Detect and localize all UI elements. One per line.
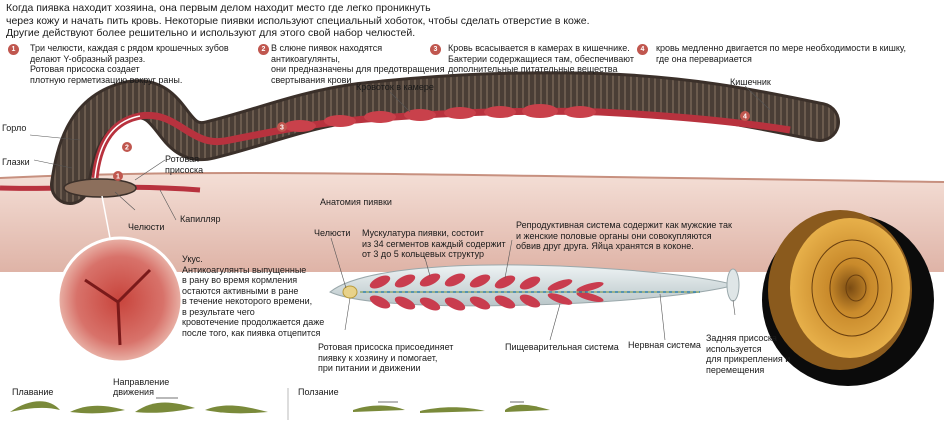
label-jaws: Челюсти [128,222,165,232]
rear-sucker-shape [726,268,740,302]
label-musculature: Мускулатура пиявки, состоит из 34 сегмен… [362,228,506,259]
label-digestive: Пищеварительная система [505,342,619,352]
step-1-text: Три челюсти, каждая с рядом крошечных зу… [30,43,229,85]
step-1-marker: 1 [8,44,19,55]
leech-body-rings [53,74,837,202]
intro-text: Когда пиявка находит хозяина, она первым… [6,2,590,39]
movement-icons [10,401,550,414]
label-nervous: Нервная система [628,340,701,350]
label-rear-sucker: Задняя присоска используется для прикреп… [706,333,791,375]
label-front-sucker: Ротовая присоска присоединяет пиявку к х… [318,342,454,373]
leader-lines [29,85,771,341]
label-oral-sucker: Ротовая присоска [165,154,204,175]
body-step-markers: 1 2 3 4 [113,111,750,181]
step-2-marker: 2 [258,44,269,55]
oral-sucker-shape [63,178,137,198]
step-3-text: Кровь всасывается в камерах в кишечнике.… [448,43,634,74]
anterior-sucker-shape [342,285,358,299]
label-swimming: Плавание [12,387,54,397]
step-4-text: кровь медленно двигается по мере необход… [656,43,906,64]
label-capillary: Капилляр [180,214,221,224]
svg-text:3: 3 [280,125,284,132]
label-anatomy-title: Анатомия пиявки [320,197,392,207]
label-eyes: Глазки [2,157,30,167]
label-bite: Укус. Антикоагулянты выпущенные в рану в… [182,254,325,338]
step-4-marker: 4 [637,44,648,55]
skin-surface [0,173,944,272]
svg-text:1: 1 [116,174,120,181]
label-direction: Направление движения [113,377,170,397]
svg-text:4: 4 [743,114,747,121]
step-3-marker: 3 [430,44,441,55]
gut-chambers [284,104,596,132]
label-reproductive: Репродуктивная система содержит как мужс… [516,220,732,251]
label-crawling: Ползание [298,387,339,397]
label-intestine: Кишечник [730,77,771,87]
label-blood-chamber: Кровоток в камере [356,82,434,92]
anatomy-gut-caeca [369,273,604,311]
svg-text:2: 2 [125,145,129,152]
label-anatomy-jaws: Челюсти [314,228,351,238]
step-2-text: В слюне пиявок находятся антикоагулянты,… [271,43,445,85]
label-throat: Горло [2,123,27,133]
